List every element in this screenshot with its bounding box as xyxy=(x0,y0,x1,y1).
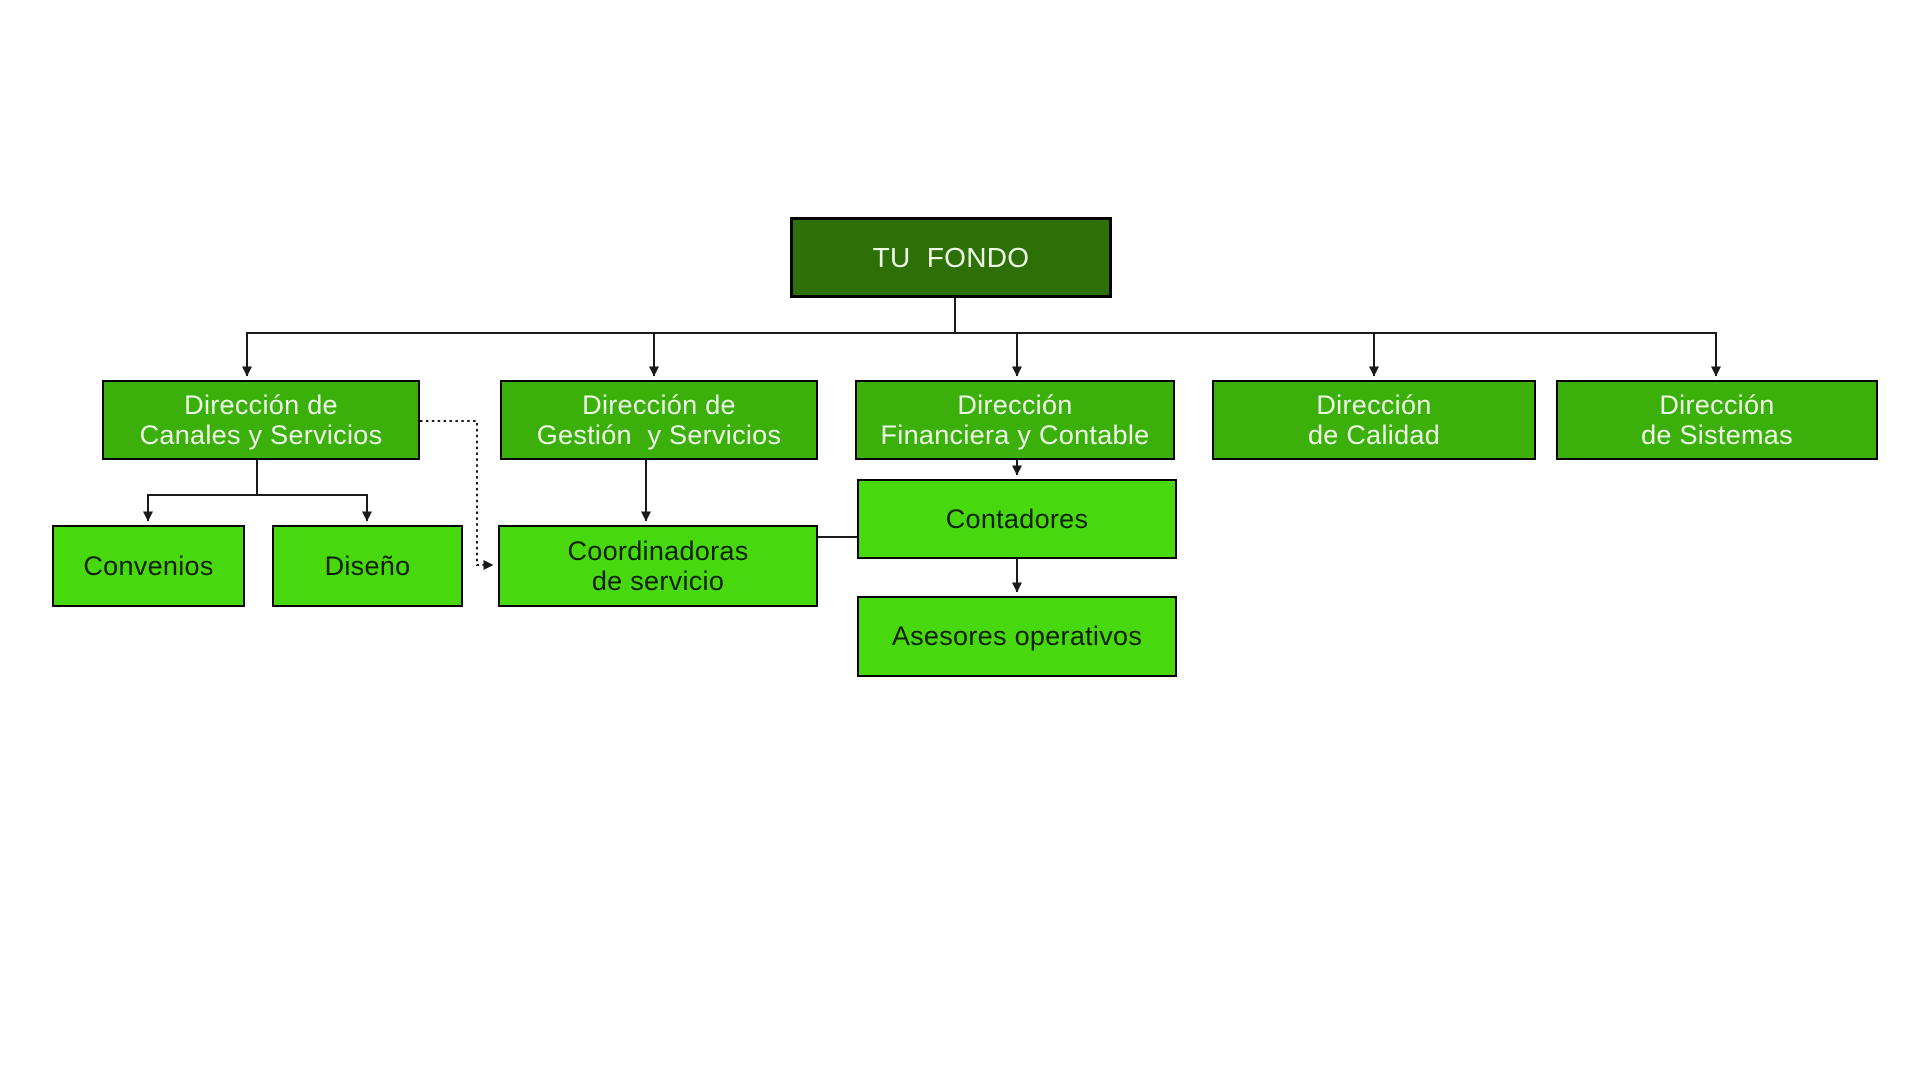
node-direccion-gestion-y-servicios: Dirección de Gestión y Servicios xyxy=(500,380,818,460)
node-direccion-canales-y-servicios: Dirección de Canales y Servicios xyxy=(102,380,420,460)
node-coordinadoras-de-servicio: Coordinadoras de servicio xyxy=(498,525,818,607)
node-contadores: Contadores xyxy=(857,479,1177,559)
edge-dotted-canales-coordinadoras xyxy=(420,420,494,570)
edge-canales-rail xyxy=(148,460,367,496)
node-diseno: Diseño xyxy=(272,525,463,607)
node-direccion-de-calidad: Dirección de Calidad xyxy=(1212,380,1536,460)
node-asesores-operativos: Asesores operativos xyxy=(857,596,1177,677)
node-direccion-financiera-y-contable: Dirección Financiera y Contable xyxy=(855,380,1175,460)
node-direccion-de-sistemas: Dirección de Sistemas xyxy=(1556,380,1878,460)
edge-root-rail xyxy=(247,298,1716,334)
node-convenios: Convenios xyxy=(52,525,245,607)
node-tu-fondo: TU FONDO xyxy=(790,217,1112,298)
